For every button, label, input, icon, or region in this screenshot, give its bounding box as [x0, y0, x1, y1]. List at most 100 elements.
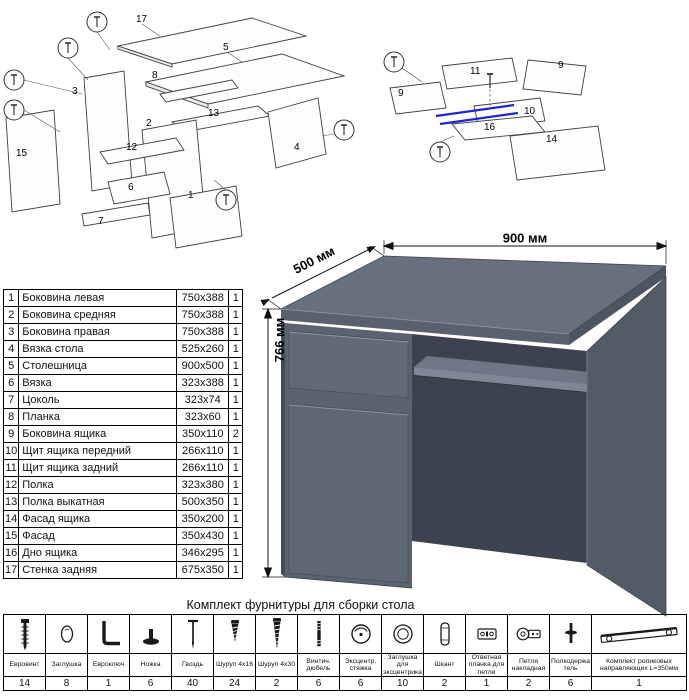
part-callout-label: 1	[188, 190, 194, 201]
hw-qty: 6	[549, 676, 592, 692]
part-name: Планка	[18, 408, 178, 426]
hex-key-icon	[101, 621, 120, 646]
shelf-support-icon	[564, 623, 577, 643]
part-callout-label: 5	[223, 42, 229, 53]
hw-qty: 6	[339, 676, 382, 692]
part-id: 5	[2, 357, 20, 375]
hw-qty: 40	[171, 676, 214, 692]
hw-qty: 8	[45, 676, 88, 692]
hw-name: Евроключ	[87, 652, 130, 678]
part-callout-label: 9	[398, 88, 404, 99]
hw-icon-cell	[339, 614, 382, 654]
part-size: 323x388	[176, 374, 230, 392]
part-name: Вязка	[18, 374, 178, 392]
carcass-exploded-diagram: 17 5 8 3 13 12 15 6 7 2 1 4	[3, 11, 355, 249]
part-name: Щит ящика задний	[18, 459, 178, 477]
hw-icon-cell	[129, 614, 172, 654]
part-callout-label: 2	[146, 118, 152, 129]
part-qty: 1	[228, 391, 244, 409]
hw-name: Винтич. дюбель	[297, 652, 340, 678]
hinge-plate-icon	[476, 628, 497, 640]
door-front	[288, 403, 409, 584]
part-id: 9	[2, 425, 20, 443]
hw-qty: 2	[423, 676, 466, 692]
hardware-detail-callouts	[3, 11, 355, 211]
part-size: 350x430	[176, 527, 230, 545]
part-callout-label: 6	[128, 182, 134, 193]
part-id: 3	[2, 323, 20, 341]
part-id: 2	[2, 306, 20, 324]
hardware-qty-row: 14 8 1 6 40 24 2 6 6 10 2 1 2 6 1	[3, 676, 687, 692]
hw-icon-cell	[465, 614, 508, 654]
furniture-leg-icon	[142, 629, 159, 645]
part-callout-label: 11	[470, 66, 481, 77]
panel-drawer-facade	[509, 125, 606, 181]
hw-name: Евровинт	[3, 652, 46, 678]
hardware-callout	[383, 51, 405, 73]
part-name: Боковина средняя	[18, 306, 178, 324]
tabletop-front-edge	[281, 309, 569, 345]
part-callout-labels: 17 5 8 3 13 12 15 6 7 2 1 4	[16, 14, 300, 227]
part-name: Боковина ящика	[18, 425, 178, 443]
drawer-exploded-diagram: 11 9 9 10 16 14	[383, 51, 606, 181]
hw-icon-cell	[591, 614, 687, 654]
roller-guide-rails	[435, 103, 519, 126]
part-name: Дно ящика	[18, 544, 178, 562]
panel-brace	[107, 171, 171, 205]
part-name: Вязка стола	[18, 340, 178, 358]
part-id: 7	[2, 391, 20, 409]
part-size: 500x350	[176, 493, 230, 511]
part-qty: 1	[228, 510, 244, 528]
dowel-screw-icon	[315, 621, 322, 648]
hardware-callout	[429, 141, 451, 163]
hardware-name-row: Евровинт Заглушка Евроключ Ножка Гвоздь …	[3, 652, 687, 678]
hw-icon-cell	[381, 614, 424, 654]
hw-name: Заглушка	[45, 652, 88, 678]
dim-height: 766 мм	[262, 307, 287, 579]
part-name: Столешница	[18, 357, 178, 375]
drawer-handle-groove	[288, 331, 409, 343]
dim-width-label: 900 мм	[503, 231, 548, 246]
part-size: 346x295	[176, 544, 230, 562]
panel-drawer-side-right	[522, 59, 587, 96]
hw-icon-cell	[423, 614, 466, 654]
hw-name: Полкодержатель	[549, 652, 592, 678]
hw-icon-cell	[171, 614, 214, 654]
panel-plinth	[81, 202, 151, 227]
part-name: Стенка задняя	[18, 561, 178, 579]
cam-lock-icon	[350, 624, 371, 644]
hw-icon-cell	[549, 614, 592, 654]
cam-cap-icon	[392, 624, 413, 644]
hw-name: Гвоздь	[171, 652, 214, 678]
part-size: 266x110	[176, 442, 230, 460]
part-name: Полка	[18, 476, 178, 494]
hardware-icon-row	[3, 614, 687, 654]
hw-icon-cell	[87, 614, 130, 654]
part-callout-label: 7	[98, 216, 104, 227]
hw-name: Петля накладная	[507, 652, 550, 678]
hw-qty: 6	[129, 676, 172, 692]
part-name: Фасад	[18, 527, 178, 545]
hw-icon-cell	[255, 614, 298, 654]
part-name: Фасад ящика	[18, 510, 178, 528]
hw-icon-cell	[213, 614, 256, 654]
part-callout-labels: 11 9 9 10 16 14	[398, 60, 564, 145]
keyboard-tray-front	[414, 367, 587, 392]
part-qty: 1	[228, 306, 244, 324]
door-handle-groove	[288, 404, 409, 416]
roller-guides-icon	[600, 626, 678, 644]
part-callout-label: 16	[484, 122, 496, 133]
hardware-callout	[86, 11, 108, 33]
panel-side-right	[83, 70, 133, 192]
hw-qty: 1	[465, 676, 508, 692]
hardware-callout	[57, 37, 79, 59]
part-id: 13	[2, 493, 20, 511]
part-id: 11	[2, 459, 20, 477]
